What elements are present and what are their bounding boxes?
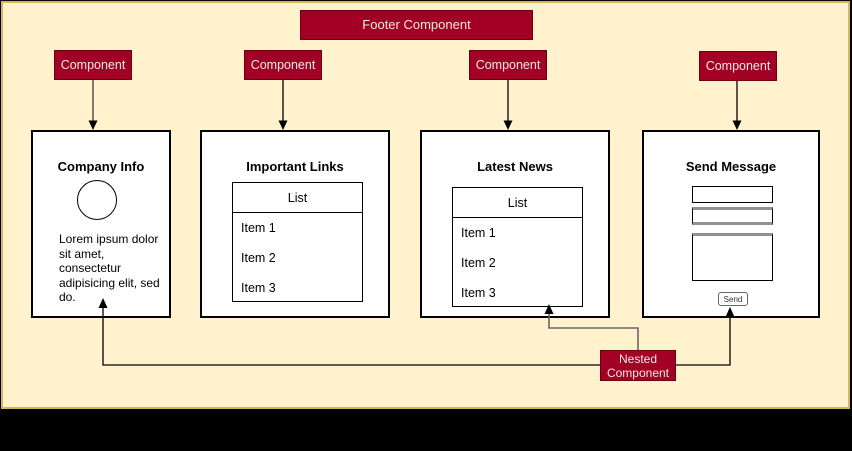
company-info-description: Lorem ipsum dolor sit amet, consectetur … bbox=[59, 232, 160, 304]
component-node-4-label: Component bbox=[705, 59, 771, 73]
footer-component-node[interactable]: Footer Component bbox=[300, 10, 533, 40]
message-input-1[interactable] bbox=[692, 186, 773, 203]
list-item[interactable]: Item 2 bbox=[241, 251, 276, 265]
circle-placeholder-icon bbox=[77, 180, 117, 220]
list-item[interactable]: Item 1 bbox=[241, 221, 276, 235]
nested-component-node[interactable]: Nested Component bbox=[600, 350, 676, 381]
latest-news-list: List Item 1 Item 2 Item 3 bbox=[452, 187, 583, 307]
send-button[interactable]: Send bbox=[718, 292, 748, 306]
card-send-message[interactable]: Send Message Send bbox=[642, 130, 820, 318]
component-node-4[interactable]: Component bbox=[699, 51, 777, 81]
send-message-title: Send Message bbox=[685, 159, 777, 174]
card-company-info[interactable]: Company Info Lorem ipsum dolor sit amet,… bbox=[31, 130, 171, 318]
list-header: List bbox=[233, 183, 362, 213]
card-important-links[interactable]: Important Links List Item 1 Item 2 Item … bbox=[200, 130, 390, 318]
footer-component-label: Footer Component bbox=[362, 17, 471, 32]
component-node-3[interactable]: Component bbox=[469, 50, 547, 80]
list-item[interactable]: Item 2 bbox=[461, 256, 496, 270]
component-node-1-label: Component bbox=[60, 58, 126, 72]
list-item[interactable]: Item 3 bbox=[461, 286, 496, 300]
component-node-2-label: Component bbox=[250, 58, 316, 72]
component-node-1[interactable]: Component bbox=[54, 50, 132, 80]
message-textarea[interactable] bbox=[692, 233, 773, 281]
component-node-3-label: Component bbox=[475, 58, 541, 72]
list-header: List bbox=[453, 188, 582, 218]
list-item[interactable]: Item 1 bbox=[461, 226, 496, 240]
important-links-list: List Item 1 Item 2 Item 3 bbox=[232, 182, 363, 302]
company-info-title: Company Info bbox=[57, 159, 145, 174]
component-node-2[interactable]: Component bbox=[244, 50, 322, 80]
message-input-2[interactable] bbox=[692, 207, 773, 225]
nested-component-label: Nested Component bbox=[606, 351, 670, 380]
list-item[interactable]: Item 3 bbox=[241, 281, 276, 295]
latest-news-title: Latest News bbox=[477, 159, 553, 174]
card-latest-news[interactable]: Latest News List Item 1 Item 2 Item 3 bbox=[420, 130, 610, 318]
important-links-title: Important Links bbox=[246, 159, 344, 174]
